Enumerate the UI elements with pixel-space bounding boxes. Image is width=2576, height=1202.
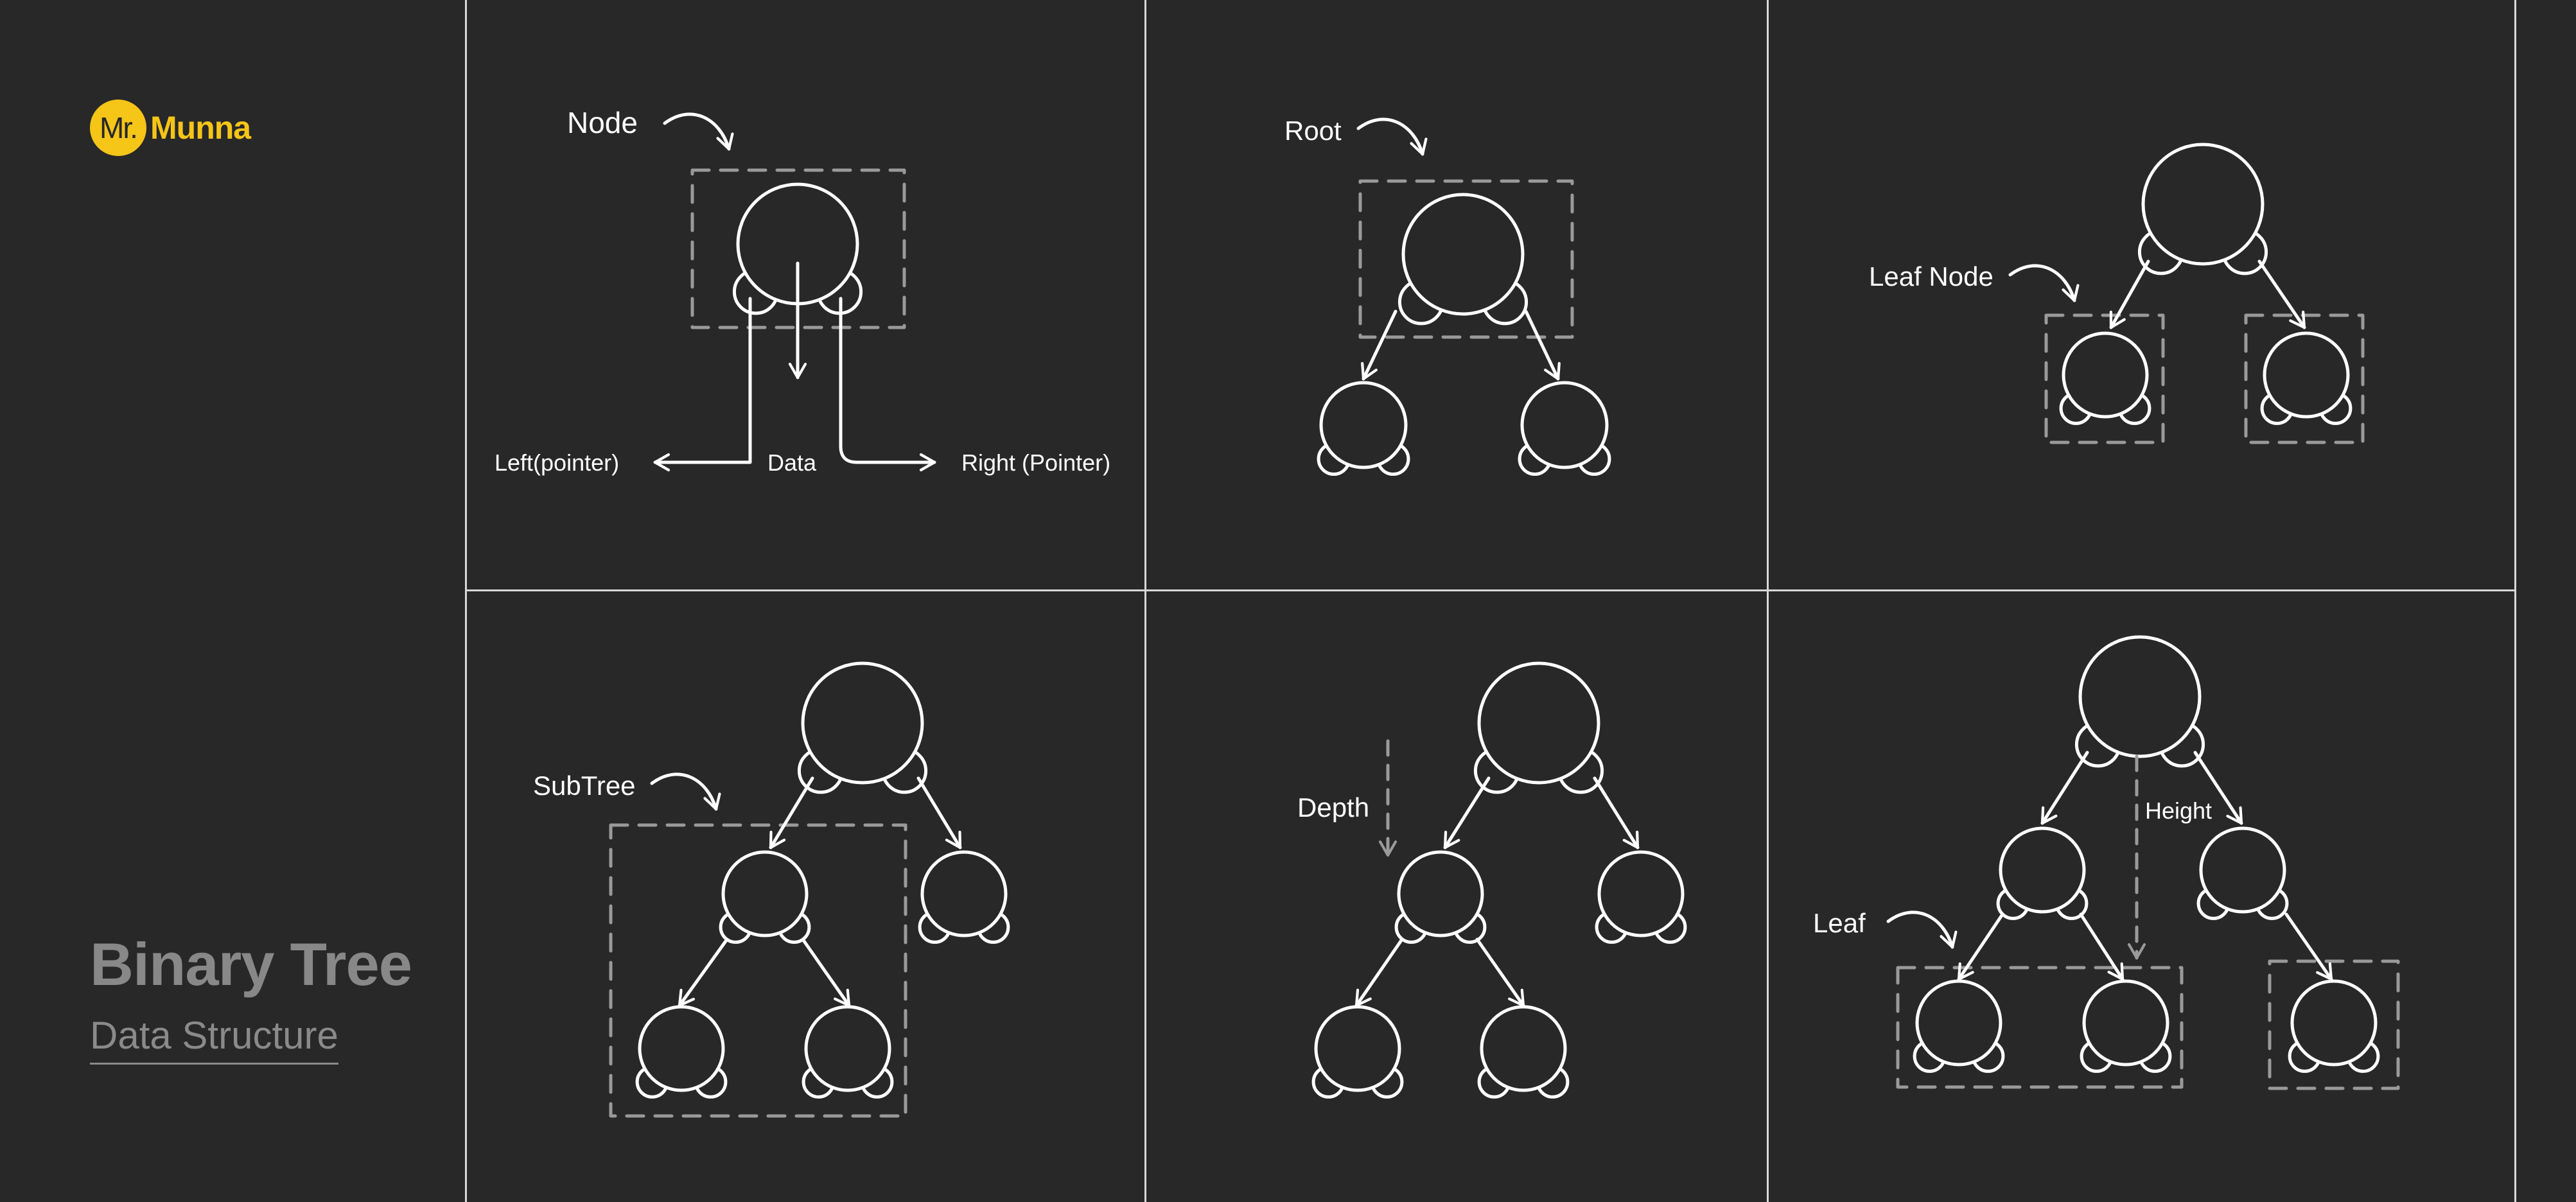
brand-logo: Mr. Munna <box>90 99 251 157</box>
node-circle <box>1397 850 1484 937</box>
subtree-label-arrow <box>650 772 721 811</box>
node-circle <box>2199 826 2286 914</box>
tree-node <box>1394 850 1487 944</box>
edge-arrow <box>1524 309 1561 381</box>
logo-badge: Mr. <box>90 100 146 156</box>
leaf-label: Leaf <box>1813 908 1866 938</box>
edge-arrow <box>1354 937 1404 1007</box>
grid-divider <box>2514 0 2516 1202</box>
grid-divider <box>465 0 467 1202</box>
node-circle <box>1319 381 1408 469</box>
node-circle <box>2062 331 2149 419</box>
node-circle <box>2263 331 2350 419</box>
tree-node <box>719 850 811 944</box>
grid-divider <box>1767 0 1769 1202</box>
leaf-highlight-box-left <box>2044 313 2165 444</box>
grid-divider <box>1144 0 1146 1202</box>
node-circle <box>1314 1005 1401 1092</box>
leaf-highlight-box-single <box>2268 959 2400 1090</box>
edge-arrow <box>1475 937 1525 1007</box>
right-pointer-arrow <box>839 297 936 472</box>
edge-arrow <box>1593 776 1640 849</box>
tree-node <box>2260 331 2353 425</box>
edge-arrow <box>2079 912 2125 981</box>
height-label: Height <box>2145 797 2212 824</box>
edge-arrow <box>1957 912 2004 981</box>
left-pointer-label: Left(pointer) <box>495 449 619 476</box>
tree-node <box>1473 661 1604 794</box>
node-circle <box>1999 826 2086 914</box>
node-circle <box>721 850 809 937</box>
tree-node <box>732 182 863 315</box>
node-circle <box>801 661 924 785</box>
tree-node <box>2196 826 2289 920</box>
tree-node <box>1913 979 2005 1073</box>
node-circle <box>1480 1005 1567 1092</box>
page-subtitle: Data Structure <box>90 1013 338 1065</box>
root-highlight-box <box>1358 179 1574 339</box>
tree-node <box>1317 381 1410 476</box>
edge-arrow <box>801 937 851 1007</box>
tree-node <box>797 661 928 794</box>
node-circle <box>2082 979 2169 1067</box>
subtree-label: SubTree <box>533 771 636 801</box>
left-pointer-arrow <box>653 297 752 472</box>
edge-arrow <box>1361 309 1398 381</box>
tree-node <box>1595 850 1687 944</box>
edge-arrow <box>916 776 962 849</box>
edge-arrow <box>2284 912 2333 981</box>
node-circle <box>920 850 1008 937</box>
leaf-node-label: Leaf Node <box>1869 261 1993 292</box>
tree-node <box>2074 635 2205 768</box>
leaf-node-label-arrow <box>2008 264 2080 302</box>
node-highlight-box <box>690 168 906 329</box>
node-label-arrow <box>663 112 734 151</box>
brand-name: Munna <box>150 110 251 146</box>
tree-node <box>1996 826 2089 920</box>
node-circle <box>2290 979 2378 1067</box>
subtree-highlight-box <box>609 823 907 1118</box>
leaf-highlight-box-pair <box>1896 966 2184 1089</box>
node-circle <box>1520 381 1609 469</box>
node-circle <box>2078 635 2202 758</box>
edge-arrow <box>2257 259 2306 329</box>
edge-arrow <box>678 937 729 1007</box>
node-circle <box>1401 193 1525 316</box>
node-circle <box>1597 850 1685 937</box>
tree-node <box>635 1005 728 1099</box>
tree-node <box>1398 193 1529 326</box>
root-label: Root <box>1284 116 1342 146</box>
tree-node <box>2288 979 2380 1073</box>
leaf-label-arrow <box>1886 910 1958 949</box>
node-circle <box>1915 979 2002 1067</box>
tree-node <box>1477 1005 1570 1099</box>
node-circle <box>2141 143 2265 266</box>
edge-arrow <box>2193 751 2243 825</box>
edge-arrow <box>769 776 814 849</box>
node-circle <box>804 1005 891 1092</box>
node-circle <box>638 1005 725 1092</box>
depth-label: Depth <box>1297 792 1369 823</box>
page-title: Binary Tree <box>90 930 412 998</box>
node-circle <box>1477 661 1600 785</box>
right-pointer-label: Right (Pointer) <box>961 449 1110 476</box>
node-label: Node <box>567 106 638 139</box>
tree-node <box>1518 381 1611 476</box>
edge-arrow <box>2109 259 2150 329</box>
root-label-arrow <box>1356 118 1428 156</box>
edge-arrow <box>1443 776 1491 849</box>
tree-node <box>2137 143 2268 275</box>
grid-divider-horizontal <box>465 589 2516 591</box>
tree-node <box>2059 331 2151 425</box>
edge-arrow <box>2040 751 2089 825</box>
data-label: Data <box>767 449 817 476</box>
tree-node <box>1311 1005 1404 1099</box>
tree-node <box>2080 979 2172 1073</box>
tree-node <box>802 1005 894 1099</box>
tree-node <box>918 850 1010 944</box>
